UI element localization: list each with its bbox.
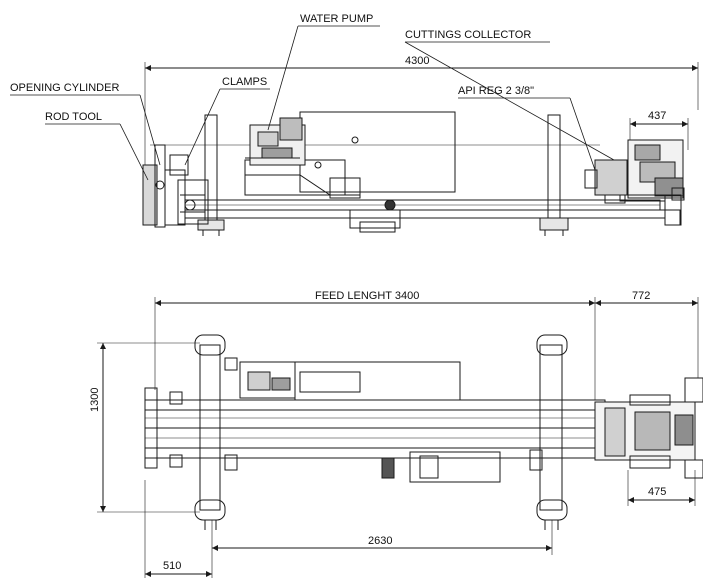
dim-text-4300: 4300: [405, 55, 429, 67]
dim-text-437: 437: [648, 110, 666, 122]
stand-right: [539, 344, 563, 511]
dim-text-2630: 2630: [368, 535, 392, 547]
side-leaders: [10, 25, 615, 181]
label-rod-tool: ROD TOOL: [45, 111, 102, 123]
label-cuttings-collector: CUTTINGS COLLECTOR: [405, 29, 531, 41]
cuttings-collector: [594, 159, 628, 196]
stand-left: [199, 344, 221, 511]
top-rail-frame: [144, 399, 606, 459]
tank-top: [294, 361, 461, 401]
label-clamps: CLAMPS: [222, 76, 267, 88]
label-opening-cylinder: OPENING CYLINDER: [10, 82, 119, 94]
dim-text-475: 475: [648, 486, 666, 498]
rod-tool: [142, 164, 158, 226]
pump-top: [239, 361, 296, 399]
dim-text-772: 772: [632, 290, 650, 302]
label-api-reg: API REG 2 3/8": [458, 85, 534, 97]
dim-text-3400: FEED LENGHT 3400: [315, 290, 419, 302]
side-view: [142, 62, 699, 236]
dim-text-1300: 1300: [89, 388, 101, 412]
label-water-pump: WATER PUMP: [300, 13, 373, 25]
dim-text-510: 510: [163, 560, 181, 572]
top-view: [97, 297, 703, 578]
tank-body: [299, 111, 456, 193]
